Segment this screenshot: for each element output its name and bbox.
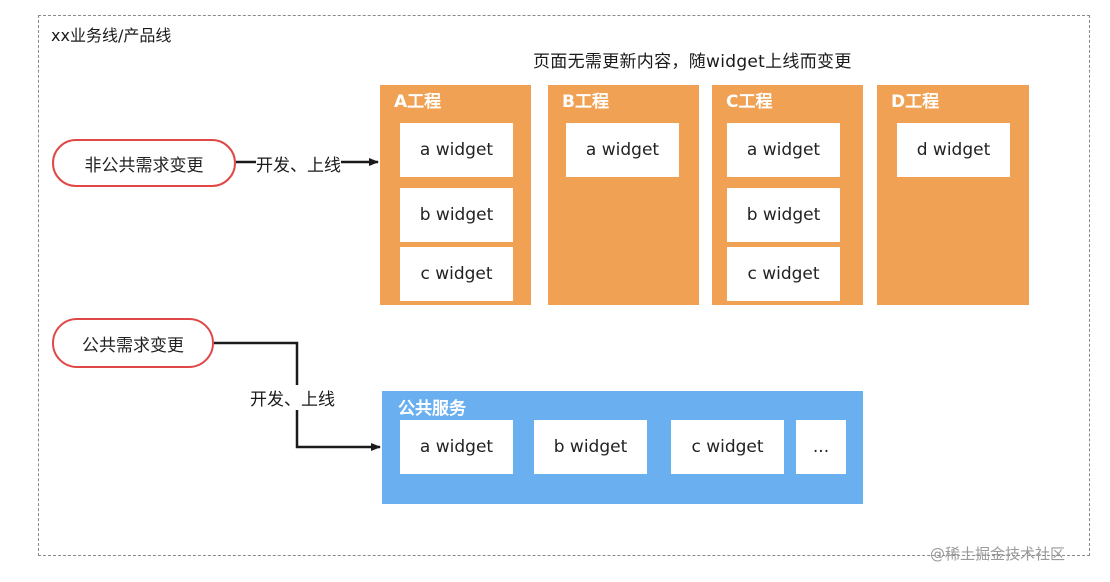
project-d: D工程 d widget (877, 85, 1029, 305)
public-service-widget-c: c widget (671, 420, 784, 474)
project-d-widget-d: d widget (897, 123, 1010, 177)
project-c-widget-a: a widget (727, 123, 840, 177)
project-b-title: B工程 (562, 92, 609, 112)
watermark: @稀土掘金技术社区 (930, 545, 1066, 563)
source-public-requirement-change: 公共需求变更 (52, 318, 214, 368)
project-a-widget-b: b widget (400, 188, 513, 242)
project-c: C工程 a widget b widget c widget (712, 85, 863, 305)
project-b-widget-a: a widget (566, 123, 679, 177)
public-service-title: 公共服务 (398, 399, 466, 419)
business-line-frame (38, 15, 1090, 556)
frame-title: xx业务线/产品线 (51, 26, 172, 45)
project-c-widget-c: c widget (727, 247, 840, 301)
project-d-title: D工程 (891, 92, 940, 112)
flow-label-public: 开发、上线 (250, 385, 335, 410)
project-b: B工程 a widget (548, 85, 699, 305)
flow-label-nonpublic: 开发、上线 (256, 151, 341, 176)
note-text: 页面无需更新内容，随widget上线而变更 (533, 52, 852, 72)
project-a: A工程 a widget b widget c widget (380, 85, 531, 305)
public-service-widget-b: b widget (534, 420, 647, 474)
project-a-widget-c: c widget (400, 247, 513, 301)
public-service-widget-a: a widget (400, 420, 513, 474)
project-a-widget-a: a widget (400, 123, 513, 177)
source-nonpublic-requirement-change: 非公共需求变更 (52, 139, 236, 187)
project-c-widget-b: b widget (727, 188, 840, 242)
project-a-title: A工程 (394, 92, 442, 112)
project-c-title: C工程 (726, 92, 773, 112)
public-service: 公共服务 a widget b widget c widget ... (382, 391, 863, 504)
public-service-widget-ellipsis: ... (796, 420, 846, 474)
